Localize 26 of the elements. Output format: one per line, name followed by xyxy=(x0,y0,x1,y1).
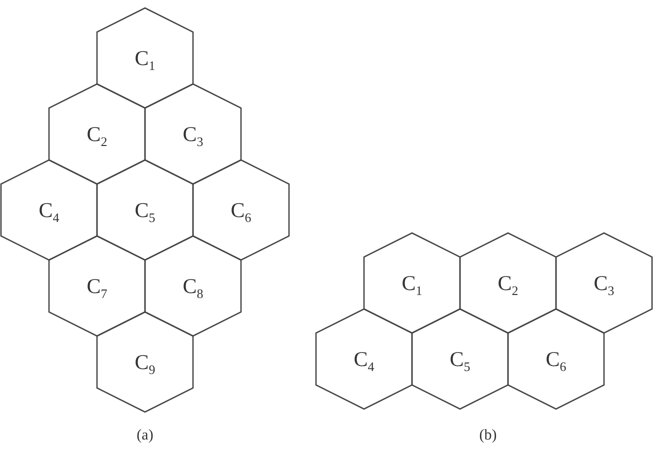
cell-label: C$_{5}$ xyxy=(134,200,156,224)
hexagon-cell xyxy=(412,309,508,409)
cell-label: C$_{6}$ xyxy=(230,200,252,224)
hexagon-cell xyxy=(49,236,145,336)
cell-label: C$_{5}$ xyxy=(450,348,470,373)
cell-label: C$_{7}$ xyxy=(86,276,108,300)
hexagon-cell xyxy=(1,160,97,260)
cell-label: C$_{2}$ xyxy=(498,272,518,297)
hexagon-cell xyxy=(145,236,241,336)
hexagon-cell xyxy=(508,309,604,409)
cell-label: C$_{1}$ xyxy=(402,272,422,297)
cell-label: C$_{1}$ xyxy=(134,48,156,72)
panel-label: (b) xyxy=(479,428,497,444)
hexagon-cell xyxy=(97,312,193,412)
cell-label: C$_{2}$ xyxy=(86,124,108,148)
cell-label: C$_{3}$ xyxy=(182,124,204,148)
panel-label: (a) xyxy=(136,428,154,444)
cell-label: C$_{3}$ xyxy=(594,272,614,297)
hexagon-cell xyxy=(316,309,412,409)
cell-label: C$_{8}$ xyxy=(182,276,204,300)
cell-label: C$_{4}$ xyxy=(354,348,374,373)
hexagon-cell xyxy=(193,160,289,260)
cell-label: C$_{9}$ xyxy=(134,352,156,376)
cell-label: C$_{4}$ xyxy=(38,200,60,224)
cell-label: C$_{6}$ xyxy=(546,348,566,373)
hexagon-cell xyxy=(556,233,652,333)
